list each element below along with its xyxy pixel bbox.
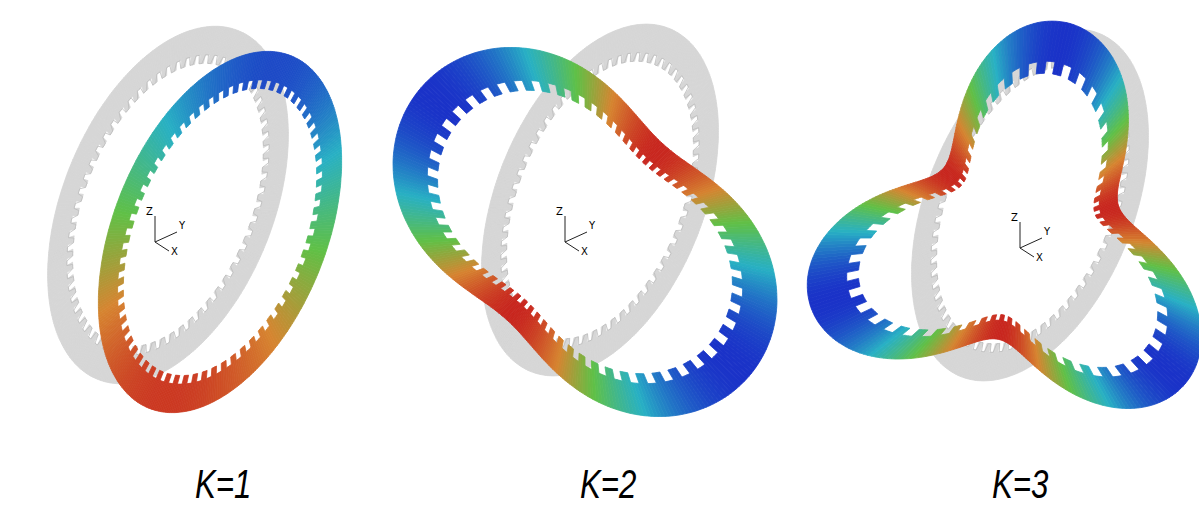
deformed-ring xyxy=(807,21,1199,408)
undeformed-ring xyxy=(912,29,1149,381)
tooth-outline xyxy=(931,58,1129,353)
ring-segment xyxy=(726,229,758,232)
undeformed-ring xyxy=(482,24,719,376)
ring-segment xyxy=(412,232,444,235)
deformed-ring xyxy=(98,51,341,412)
ring-segment xyxy=(303,263,320,272)
deformed-ring xyxy=(393,48,777,417)
ring-segment xyxy=(582,68,585,99)
ring-segment xyxy=(681,230,698,239)
ring-segment xyxy=(585,366,588,397)
ring-segment xyxy=(250,236,267,245)
undeformed-ring xyxy=(48,26,289,383)
tooth-outline xyxy=(67,55,269,355)
tooth-outline xyxy=(501,53,699,348)
